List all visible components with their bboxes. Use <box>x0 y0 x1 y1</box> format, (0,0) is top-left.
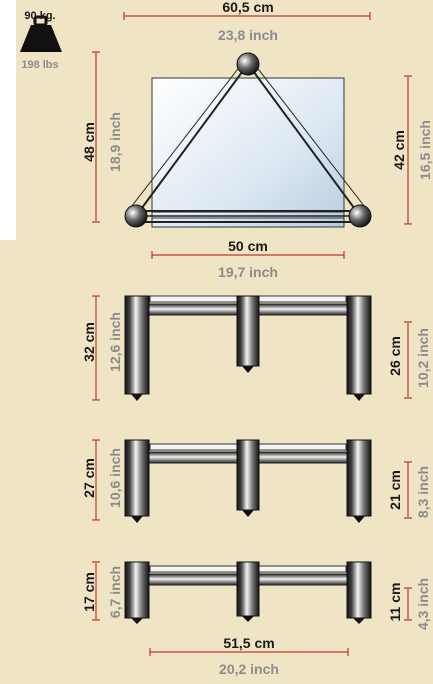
top-right-in: 16,5 inch <box>417 120 433 180</box>
tier-1 <box>92 295 412 401</box>
bottom-width-dimension <box>149 648 349 656</box>
tier-2 <box>92 439 412 523</box>
weight-icon <box>20 15 62 52</box>
tier-1-left-in: 12,6 inch <box>107 312 123 372</box>
top-height-in: 18,9 inch <box>107 112 123 172</box>
top-height-cm: 48 cm <box>81 122 97 162</box>
left-ball <box>124 204 148 228</box>
top-width-in: 23,8 inch <box>218 27 278 43</box>
glass-width-dimension <box>151 251 345 259</box>
tier-2-right-cm: 21 cm <box>387 470 403 510</box>
top-right-dimension <box>404 75 412 225</box>
glass-width-cm: 50 cm <box>228 238 268 254</box>
top-height-dimension <box>92 51 100 223</box>
bottom-width-in: 20,2 inch <box>219 661 279 677</box>
right-ball <box>348 204 372 228</box>
tier-1-left-cm: 32 cm <box>81 322 97 362</box>
tier-2-left-cm: 27 cm <box>81 458 97 498</box>
bottom-width-cm: 51,5 cm <box>223 635 274 651</box>
side-strip <box>0 0 16 240</box>
top-width-cm: 60,5 cm <box>222 0 273 15</box>
tier-2-right-in: 8,3 inch <box>415 466 431 518</box>
glass-width-in: 19,7 inch <box>218 264 278 280</box>
tier-3-left-in: 6,7 inch <box>107 566 123 618</box>
tier-1-right-cm: 26 cm <box>387 336 403 376</box>
glass-shelf <box>151 77 345 228</box>
tier-1-right-in: 10,2 inch <box>415 328 431 388</box>
tier-3-left-cm: 17 cm <box>81 572 97 612</box>
top-right-cm: 42 cm <box>391 130 407 170</box>
tier-3-right-cm: 11 cm <box>387 583 403 622</box>
top-view-rack <box>124 52 372 228</box>
tier-3-right-in: 4,3 inch <box>415 578 431 630</box>
weight-kg: 90 kg. <box>24 10 55 22</box>
weight-lbs: 198 lbs <box>21 59 58 71</box>
tier-3 <box>92 561 412 624</box>
top-ball <box>236 52 260 76</box>
top-width-dimension <box>123 12 371 20</box>
tier-2-left-in: 10,6 inch <box>107 448 123 508</box>
